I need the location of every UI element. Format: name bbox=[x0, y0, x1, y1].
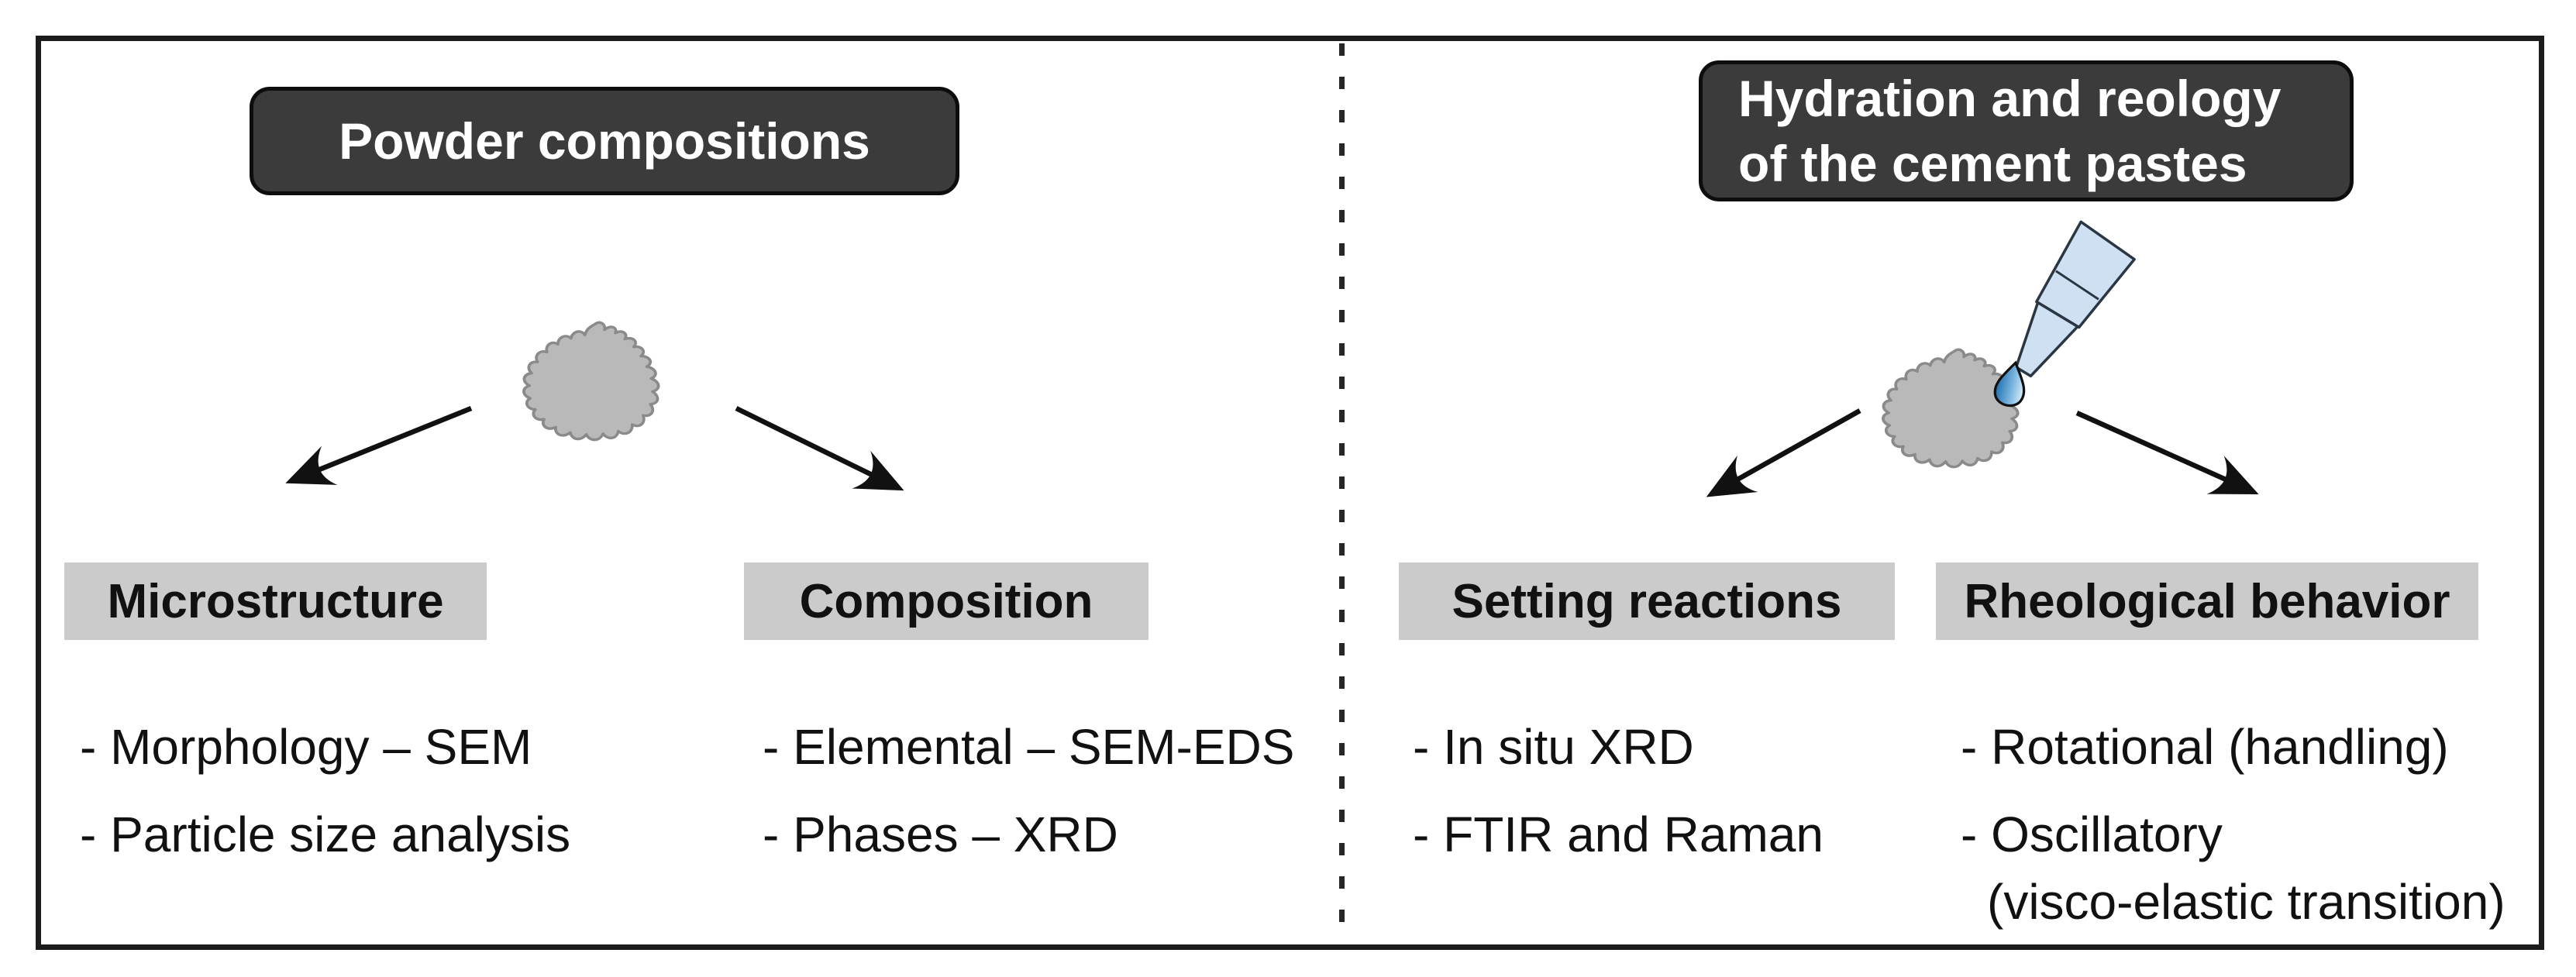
list-item: - Particle size analysis bbox=[80, 807, 571, 862]
pipette-icon bbox=[2014, 220, 2136, 378]
composition-methods-list: - Elemental – SEM-EDS - Phases – XRD bbox=[763, 719, 1294, 894]
outer-border bbox=[36, 36, 2544, 950]
category-rheological-behavior: Rheological behavior bbox=[1936, 562, 2478, 640]
water-drop-icon bbox=[1993, 360, 2026, 408]
category-label: Microstructure bbox=[107, 574, 444, 628]
pipette-step-line bbox=[2055, 270, 2099, 301]
right-panel-title-line1: Hydration and reology bbox=[1738, 70, 2282, 127]
list-item: - Rotational (handling) bbox=[1961, 719, 2449, 775]
arrow-to-composition bbox=[735, 406, 904, 491]
right-panel-title-box: Hydration and reology of the cement past… bbox=[1699, 60, 2354, 201]
category-label: Composition bbox=[799, 574, 1093, 628]
right-panel-title-line2: of the cement pastes bbox=[1738, 135, 2247, 192]
list-item: - FTIR and Raman bbox=[1413, 807, 1824, 862]
category-setting-reactions: Setting reactions bbox=[1399, 562, 1895, 640]
category-microstructure: Microstructure bbox=[64, 562, 487, 640]
list-item: - Phases – XRD bbox=[763, 807, 1118, 862]
powder-particle-shape bbox=[1882, 348, 2020, 469]
category-label: Rheological behavior bbox=[1964, 574, 2450, 628]
arrow-to-setting-reactions bbox=[1706, 408, 1861, 497]
arrow-to-rheological-behavior bbox=[2075, 411, 2259, 494]
pipette-tip bbox=[2014, 301, 2079, 378]
left-panel-title-box: Powder compositions bbox=[250, 87, 959, 195]
list-item: - Oscillatory bbox=[1961, 807, 2223, 862]
category-label: Setting reactions bbox=[1452, 574, 1842, 628]
list-item: - Elemental – SEM-EDS bbox=[763, 719, 1295, 775]
list-item: - Morphology – SEM bbox=[80, 719, 532, 775]
arrow-to-microstructure bbox=[285, 405, 473, 485]
dashed-divider bbox=[1339, 43, 1345, 942]
rheological-methods-list: - Rotational (handling) - Oscillatory (v… bbox=[1961, 719, 2505, 962]
powder-particle-icon bbox=[285, 321, 904, 491]
list-item: - In situ XRD bbox=[1413, 719, 1694, 775]
pipette-particle-icon bbox=[1706, 220, 2259, 497]
category-composition: Composition bbox=[744, 562, 1149, 640]
left-panel-title: Powder compositions bbox=[339, 112, 870, 170]
powder-particle-shape bbox=[522, 321, 660, 442]
microstructure-methods-list: - Morphology – SEM - Particle size analy… bbox=[80, 719, 570, 894]
setting-reactions-methods-list: - In situ XRD - FTIR and Raman bbox=[1413, 719, 1824, 894]
list-item-continuation: (visco-elastic transition) bbox=[1987, 874, 2505, 930]
